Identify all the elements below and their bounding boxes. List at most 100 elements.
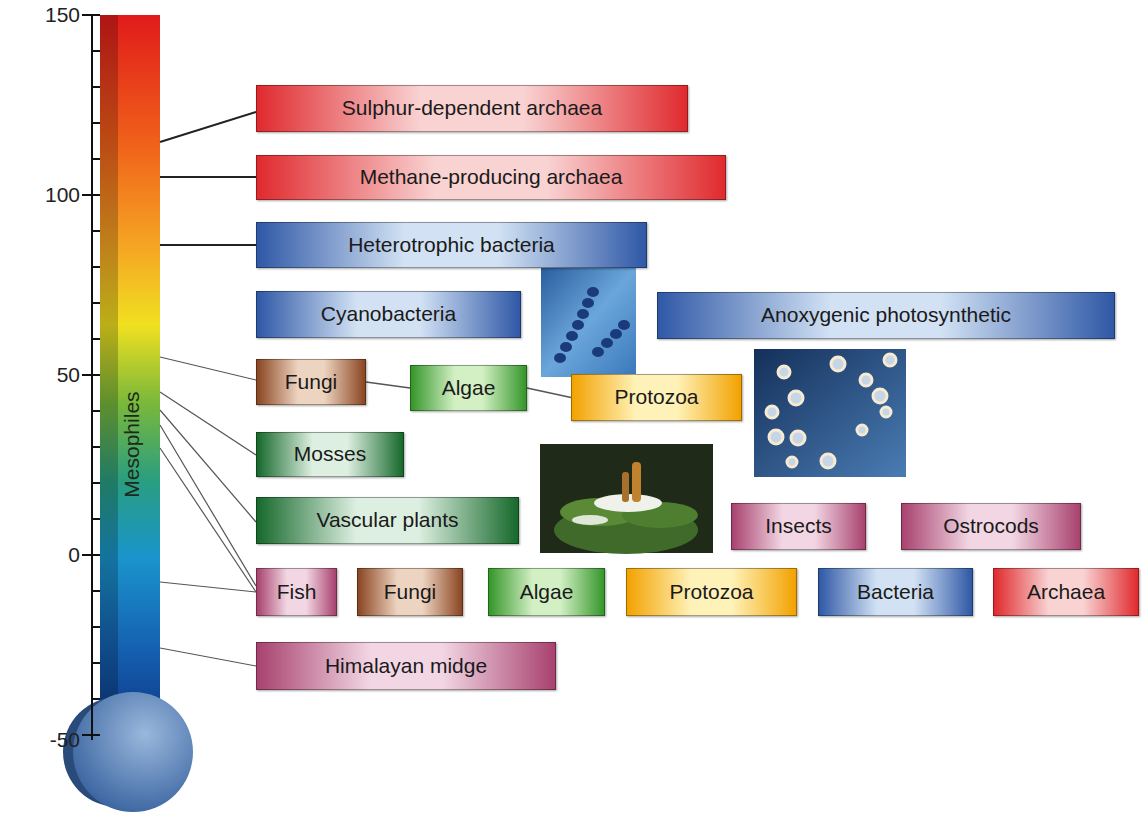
plant-figure [554, 462, 698, 554]
protozoa-box: Protozoa [626, 568, 797, 616]
minor-tick [92, 482, 100, 484]
connector-line [366, 382, 410, 388]
leader-line [160, 582, 256, 592]
box-label: Himalayan midge [325, 654, 487, 678]
protozoa-box: Protozoa [571, 374, 742, 421]
animal-box: Himalayan midge [256, 642, 556, 690]
fungi-box: Fungi [357, 568, 463, 616]
minor-tick [92, 518, 100, 520]
box-label: Sulphur-dependent archaea [342, 96, 602, 120]
box-label: Mosses [294, 442, 366, 466]
box-label: Heterotrophic bacteria [348, 233, 555, 257]
box-label: Archaea [1027, 580, 1105, 604]
leader-line [160, 357, 256, 380]
box-label: Anoxygenic photosynthetic [761, 303, 1011, 327]
cell [554, 353, 566, 363]
cell [566, 331, 578, 341]
cell [610, 329, 622, 339]
minor-tick [92, 158, 100, 160]
scale-ticks [82, 15, 100, 735]
cell [587, 287, 599, 297]
animal-box: Ostrocods [901, 503, 1081, 550]
archaea-box: Methane-producing archaea [256, 155, 726, 200]
minor-tick [92, 446, 100, 448]
leader-lines [160, 112, 256, 245]
bacteria-box: Anoxygenic photosynthetic [657, 292, 1115, 339]
major-tick [82, 14, 100, 16]
archaea-box: Sulphur-dependent archaea [256, 85, 688, 132]
minor-tick [92, 86, 100, 88]
box-label: Algae [520, 580, 574, 604]
cell [857, 425, 867, 435]
cone [632, 462, 641, 502]
box-label: Protozoa [669, 580, 753, 604]
leader-line [160, 392, 256, 455]
major-tick [82, 194, 100, 196]
cell [787, 457, 797, 467]
plant-photo [540, 444, 713, 553]
protozoa-photo [754, 349, 906, 477]
major-tick [82, 374, 100, 376]
cone [622, 472, 629, 502]
minor-tick [92, 698, 100, 700]
leader-line [160, 448, 256, 592]
protozoa-cells [766, 354, 896, 468]
cell [881, 407, 891, 417]
minor-tick [92, 590, 100, 592]
cell [618, 320, 630, 330]
leader-line [160, 244, 256, 246]
cell [601, 338, 613, 348]
connector-line [527, 388, 571, 398]
leader-line [160, 648, 256, 666]
tube-shade [100, 15, 118, 730]
algae-box: Algae [410, 365, 527, 411]
minor-tick [92, 662, 100, 664]
minor-tick [92, 410, 100, 412]
cell [791, 431, 805, 445]
cell [582, 298, 594, 308]
animal-box: Fish [256, 568, 337, 616]
minor-tick [92, 266, 100, 268]
cell [769, 430, 783, 444]
major-tick [82, 734, 100, 736]
minor-tick [92, 122, 100, 124]
bacteria-box: Bacteria [818, 568, 973, 616]
box-label: Cyanobacteria [321, 302, 456, 326]
leader-line [160, 112, 256, 142]
cell [821, 454, 835, 468]
cell [560, 342, 572, 352]
minor-tick [92, 230, 100, 232]
fungi-box: Fungi [256, 359, 366, 405]
bacteria-box: Cyanobacteria [256, 291, 521, 338]
box-label: Fungi [285, 370, 338, 394]
box-label: Algae [442, 376, 496, 400]
scale-number: 150 [45, 3, 80, 26]
scale-number: 0 [68, 543, 80, 566]
box-label: Protozoa [614, 385, 698, 409]
minor-tick [92, 338, 100, 340]
minor-tick [92, 50, 100, 52]
leader-lines [160, 357, 256, 666]
cell [766, 406, 778, 418]
cell [831, 357, 845, 371]
box-label: Fish [277, 580, 317, 604]
cell [572, 320, 584, 330]
plant-box: Vascular plants [256, 497, 519, 544]
box-label: Insects [765, 514, 832, 538]
thermometer-tube [100, 15, 160, 730]
plant-box: Mosses [256, 432, 404, 477]
scale-number: 100 [45, 183, 80, 206]
scale-number: 50 [57, 363, 80, 386]
scale-number: -50 [50, 728, 80, 751]
cell [778, 366, 790, 378]
cell [577, 309, 589, 319]
cell [873, 389, 887, 403]
leader-line [160, 425, 256, 586]
minor-tick [92, 626, 100, 628]
cell [789, 391, 803, 405]
box-label: Ostrocods [943, 514, 1039, 538]
minor-tick [92, 302, 100, 304]
cell [860, 374, 872, 386]
box-label: Bacteria [857, 580, 934, 604]
